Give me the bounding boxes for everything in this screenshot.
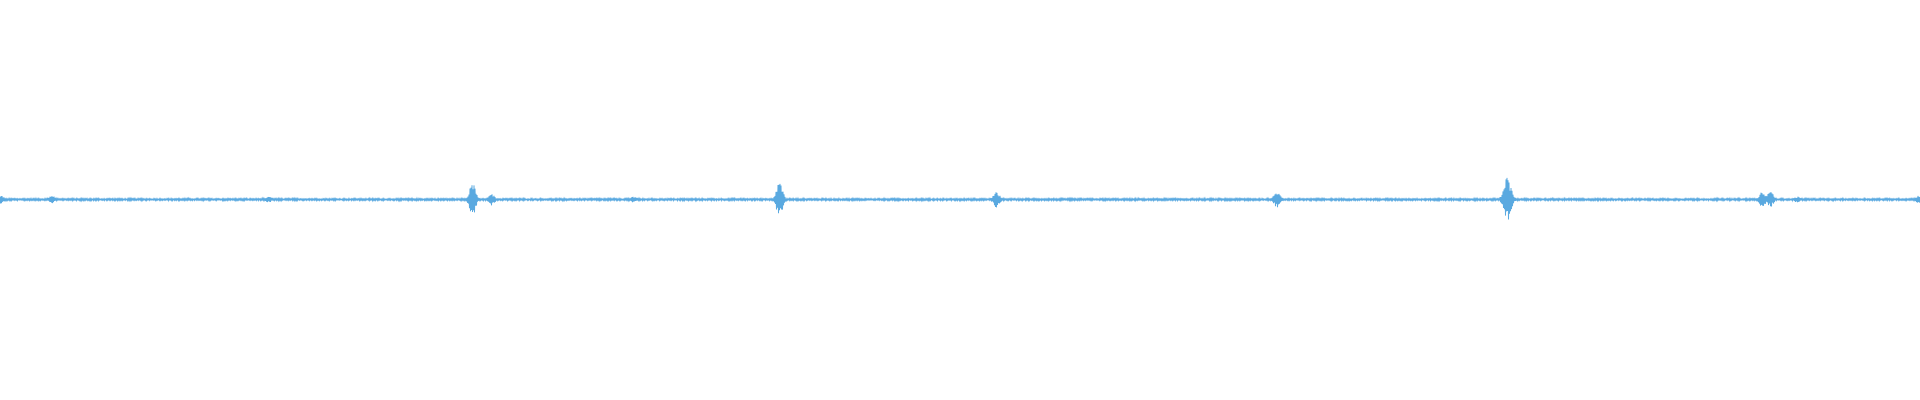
waveform-trace — [0, 177, 1920, 220]
